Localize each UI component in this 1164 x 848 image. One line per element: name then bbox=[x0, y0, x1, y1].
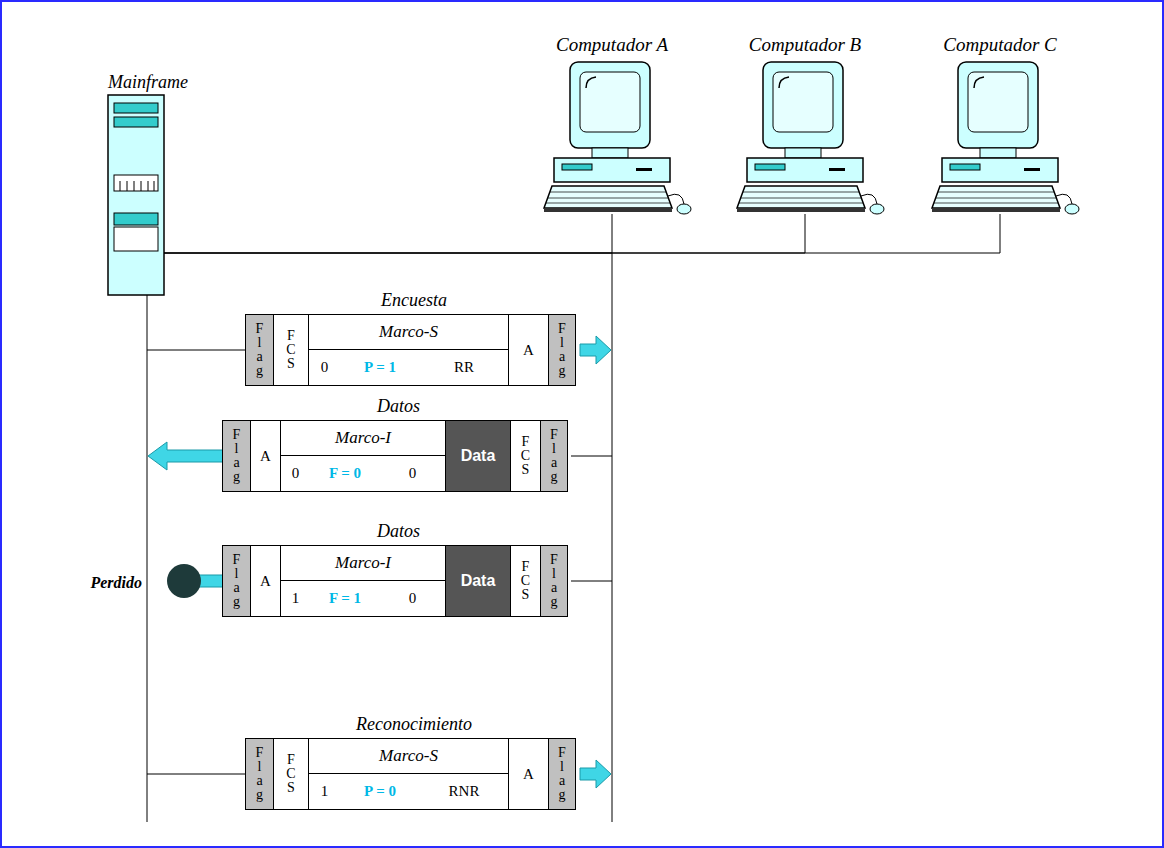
frame-field: A bbox=[250, 420, 281, 492]
bit-text: 0 bbox=[409, 590, 417, 607]
field-text: FCS bbox=[521, 435, 531, 477]
control-title: Marco-I bbox=[281, 546, 445, 580]
data-field: Data bbox=[445, 545, 511, 617]
control-subfield: 0 bbox=[309, 349, 341, 385]
frame-title: Datos bbox=[222, 394, 575, 418]
control-title: Marco-S bbox=[309, 739, 508, 773]
bit-text: RR bbox=[454, 359, 474, 376]
field-text: A bbox=[260, 448, 271, 465]
control-title: Marco-S bbox=[309, 315, 508, 349]
poll-final-bit: P = 1 bbox=[340, 349, 421, 385]
control-field: Marco-S 0 P = 1 RR bbox=[308, 314, 509, 386]
field-text: Flag bbox=[557, 322, 567, 378]
computer-node: Computador A bbox=[534, 32, 690, 214]
field-text: Flag bbox=[549, 428, 559, 484]
flag-field: Flag bbox=[548, 314, 576, 386]
control-subfield: 1 bbox=[281, 580, 311, 616]
field-text: Flag bbox=[255, 746, 265, 802]
data-field: Data bbox=[445, 420, 511, 492]
control-field: Marco-I 1 F = 1 0 bbox=[280, 545, 446, 617]
frame-box: DatosFlag A Marco-I 1 F = 1 0 Data FCS Flag bbox=[222, 519, 575, 617]
control-subfield: 1 bbox=[309, 773, 341, 809]
bit-text: 0 bbox=[321, 359, 329, 376]
fcs-field: FCS bbox=[510, 545, 541, 617]
flag-field: Flag bbox=[540, 545, 568, 617]
poll-final-bit: P = 0 bbox=[340, 773, 421, 809]
bit-text: 1 bbox=[292, 590, 300, 607]
mainframe-node: Mainframe bbox=[108, 70, 164, 295]
computer-icon bbox=[544, 62, 691, 214]
bit-text: F = 1 bbox=[329, 590, 361, 607]
frame-field: A bbox=[250, 545, 281, 617]
bus-line bbox=[164, 214, 612, 253]
flag-field: Flag bbox=[540, 420, 568, 492]
fcs-field: FCS bbox=[510, 420, 541, 492]
control-subfield: 0 bbox=[380, 580, 445, 616]
control-subfield: 0 bbox=[281, 455, 311, 491]
frame-box: ReconocimientoFlag FCS Marco-S 1 P = 0 RNR A Fl… bbox=[245, 712, 583, 810]
flow-arrows bbox=[148, 336, 611, 788]
frame-title: Encuesta bbox=[245, 288, 583, 312]
frame-box: EncuestaFlag FCS Marco-S 0 P = 1 RR A Flag bbox=[245, 288, 583, 386]
status-label: Perdido bbox=[40, 574, 142, 592]
frame-box: DatosFlag A Marco-I 0 F = 0 0 Data FCS Flag bbox=[222, 394, 575, 492]
control-title: Marco-I bbox=[281, 421, 445, 455]
mainframe-icon bbox=[108, 95, 164, 295]
control-field: Marco-S 1 P = 0 RNR bbox=[308, 738, 509, 810]
field-text: A bbox=[260, 573, 271, 590]
bus-line bbox=[164, 214, 805, 253]
lost-stop bbox=[167, 564, 201, 598]
flag-field: Flag bbox=[245, 738, 274, 810]
computer-node: Computador B bbox=[727, 32, 883, 214]
field-text: Data bbox=[461, 447, 496, 465]
fcs-field: FCS bbox=[273, 738, 309, 810]
node-label: Computador C bbox=[922, 32, 1078, 58]
flag-field: Flag bbox=[548, 738, 576, 810]
computer-icon bbox=[932, 62, 1079, 214]
frame-title: Reconocimiento bbox=[245, 712, 583, 736]
flag-field: Flag bbox=[245, 314, 274, 386]
field-text: FCS bbox=[286, 753, 296, 795]
frame-field: A bbox=[508, 314, 549, 386]
field-text: Data bbox=[461, 572, 496, 590]
bus-line bbox=[164, 214, 1000, 253]
field-text: Flag bbox=[549, 553, 559, 609]
computer-icon bbox=[737, 62, 884, 214]
flag-field: Flag bbox=[222, 420, 251, 492]
computer-node: Computador C bbox=[922, 32, 1078, 214]
control-field: Marco-I 0 F = 0 0 bbox=[280, 420, 446, 492]
bit-text: 0 bbox=[292, 465, 300, 482]
bit-text: RNR bbox=[449, 783, 480, 800]
bit-text: P = 1 bbox=[364, 359, 396, 376]
control-subfield: 0 bbox=[380, 455, 445, 491]
bit-text: 1 bbox=[321, 783, 329, 800]
field-text: A bbox=[523, 342, 534, 359]
control-subfield: RNR bbox=[420, 773, 508, 809]
bit-text: 0 bbox=[409, 465, 417, 482]
field-text: FCS bbox=[286, 329, 296, 371]
node-label: Computador B bbox=[727, 32, 883, 58]
field-text: FCS bbox=[521, 560, 531, 602]
poll-final-bit: F = 0 bbox=[310, 455, 381, 491]
flag-field: Flag bbox=[222, 545, 251, 617]
node-label: Computador A bbox=[534, 32, 690, 58]
control-subfield: RR bbox=[420, 349, 508, 385]
frame-title: Datos bbox=[222, 519, 575, 543]
field-text: Flag bbox=[232, 428, 242, 484]
fcs-field: FCS bbox=[273, 314, 309, 386]
field-text: Flag bbox=[255, 322, 265, 378]
link-lines bbox=[147, 253, 612, 822]
node-label: Mainframe bbox=[108, 70, 164, 94]
poll-final-bit: F = 1 bbox=[310, 580, 381, 616]
bit-text: F = 0 bbox=[329, 465, 361, 482]
frame-field: A bbox=[508, 738, 549, 810]
field-text: Flag bbox=[557, 746, 567, 802]
field-text: A bbox=[523, 766, 534, 783]
field-text: Flag bbox=[232, 553, 242, 609]
bit-text: P = 0 bbox=[364, 783, 396, 800]
